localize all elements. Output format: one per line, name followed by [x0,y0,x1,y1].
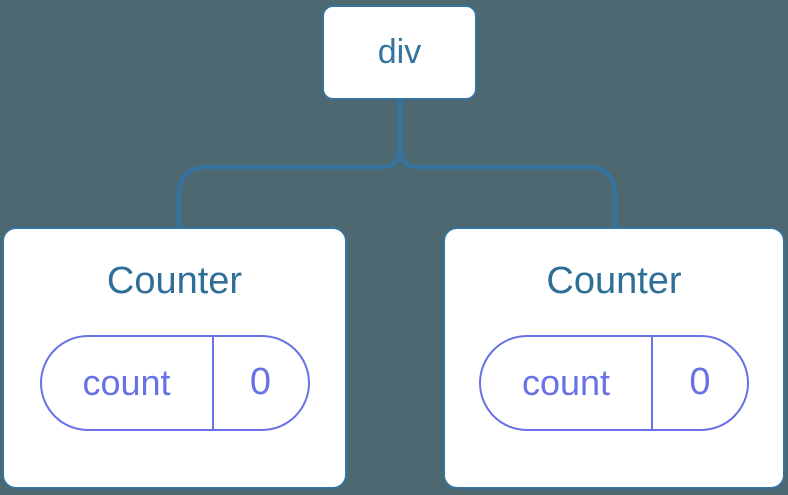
state-value: 0 [249,361,272,404]
state-key: count [42,336,214,429]
counter-title: Counter [106,260,243,302]
connector-right-branch [397,100,618,229]
counter-card-left: Counter count 0 [2,227,347,489]
state-key: count [481,336,653,429]
counter-card-right: Counter count 0 [443,227,785,489]
state-pill: count 0 [479,334,749,431]
connector-left-branch [176,100,403,229]
counter-title: Counter [546,260,682,302]
state-value: 0 [689,361,711,404]
state-pill: count 0 [39,334,310,431]
root-node-label: div [377,33,422,71]
root-node-div: div [322,5,477,100]
